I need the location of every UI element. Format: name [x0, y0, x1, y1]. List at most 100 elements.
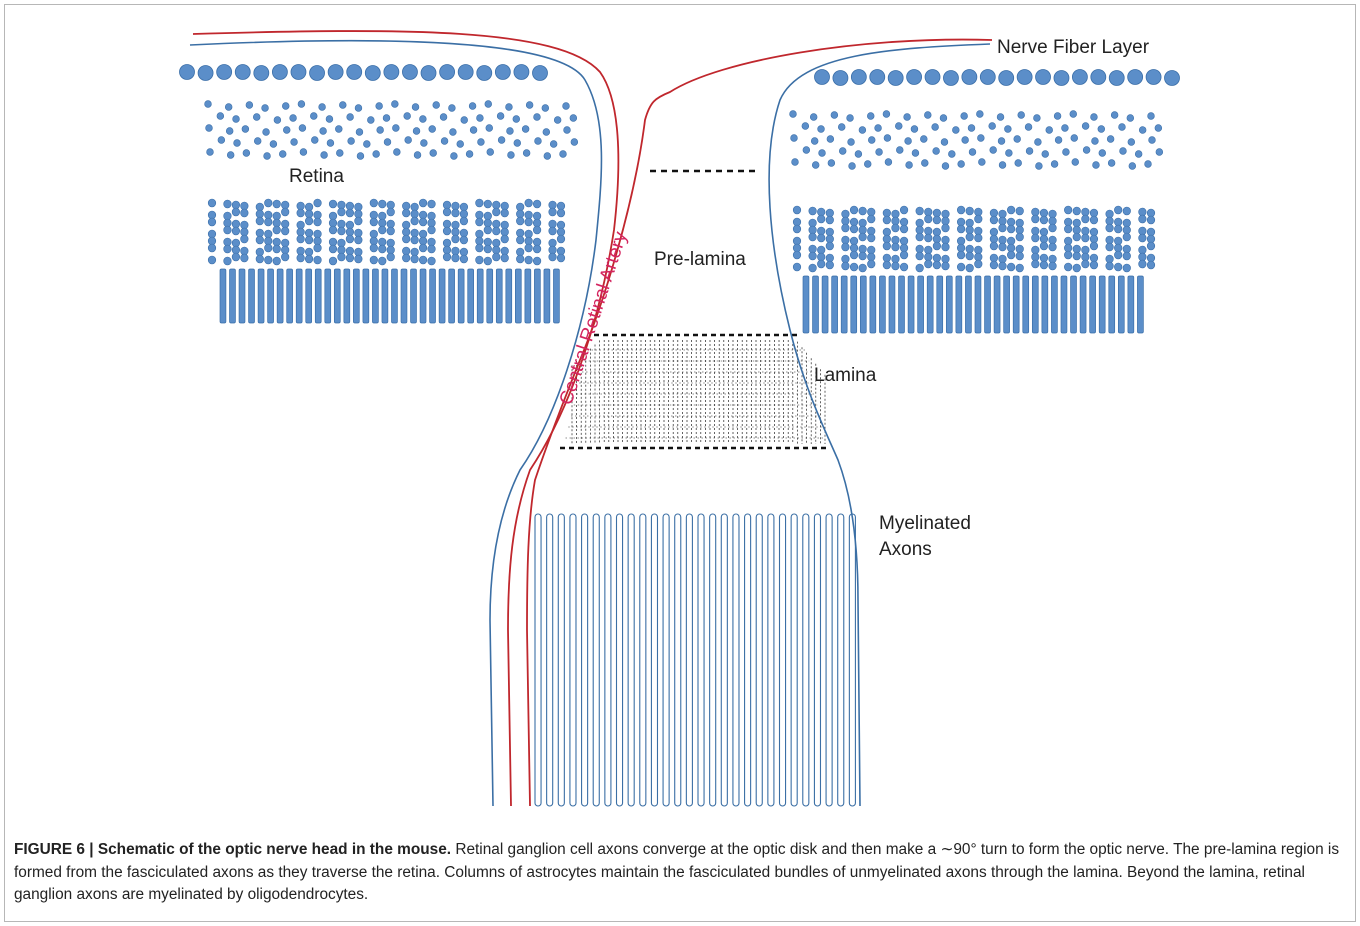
myelinated-axon [767, 513, 775, 807]
photoreceptor [400, 268, 408, 324]
inner-nuclear-cell [411, 103, 420, 111]
outer-nuclear-cell [899, 250, 909, 260]
myelinated-axons [534, 513, 856, 807]
inner-nuclear-cell [469, 126, 478, 134]
outer-nuclear-cell [207, 255, 217, 265]
outer-nuclear-cell [548, 252, 557, 262]
figure-caption: FIGURE 6 | Schematic of the optic nerve … [14, 839, 1344, 907]
outer-nuclear-cell [1007, 205, 1016, 215]
photoreceptor [486, 268, 494, 324]
inner-nuclear-cell [1014, 159, 1022, 167]
outer-nuclear-cell [345, 253, 355, 263]
ganglion-cell [253, 65, 270, 81]
outer-nuclear-cell [240, 234, 249, 244]
outer-nuclear-cell [328, 244, 338, 254]
myelinated-axon [732, 513, 740, 807]
outer-nuclear-cell [386, 252, 395, 262]
outer-nuclear-cell [974, 214, 983, 224]
inner-nuclear-cell [476, 114, 484, 122]
photoreceptor [859, 275, 867, 334]
outer-nuclear-cell [378, 256, 387, 266]
outer-nuclear-cell [272, 199, 281, 209]
inner-nuclear-cell [569, 114, 578, 122]
outer-nuclear-cell [882, 215, 891, 225]
outer-nuclear-cell [882, 241, 891, 251]
inner-nuclear-cell [355, 128, 364, 136]
inner-nuclear-cell [412, 127, 421, 135]
photoreceptor [974, 275, 982, 334]
outer-nuclear-cell [849, 205, 859, 215]
inner-nuclear-cell [1024, 123, 1033, 131]
nerve-outline-right [768, 43, 991, 807]
outer-nuclear-cell [281, 252, 290, 262]
photoreceptor [524, 268, 532, 324]
photoreceptor [993, 275, 1001, 334]
outer-nuclear-cell [1081, 259, 1090, 269]
myelinated-axon [697, 513, 705, 807]
outer-nuclear-cell [532, 256, 542, 266]
outer-nuclear-cell [475, 243, 484, 253]
outer-nuclear-cell [867, 233, 876, 243]
inner-nuclear-cell [1091, 137, 1099, 145]
inner-nuclear-cell [335, 125, 343, 133]
outer-nuclear-cell [841, 223, 850, 233]
photoreceptor [1089, 275, 1096, 334]
photoreceptor [869, 275, 877, 334]
photoreceptor [907, 275, 915, 334]
inner-nuclear-cell [468, 102, 477, 110]
photoreceptor [238, 268, 246, 324]
inner-nuclear-cell [439, 113, 448, 121]
inner-nuclear-cell [217, 136, 226, 144]
inner-nuclear-cell [858, 126, 867, 134]
inner-nuclear-cell [513, 139, 521, 147]
outer-nuclear-cell [418, 217, 428, 227]
photoreceptor [276, 268, 284, 324]
outer-nuclear-cell [989, 215, 999, 225]
inner-nuclear-cell [269, 140, 278, 148]
outer-nuclear-cell [492, 252, 501, 262]
outer-nuclear-cell [1122, 206, 1131, 216]
outer-nuclear-cell [1146, 215, 1156, 225]
myelinated-axon [837, 513, 845, 807]
outer-nuclear-cell [296, 234, 305, 244]
outer-nuclear-cell [524, 217, 533, 227]
inner-nuclear-cell [311, 136, 319, 144]
inner-nuclear-cell [867, 112, 875, 120]
inner-nuclear-cell [382, 114, 391, 122]
outer-nuclear-cell [475, 198, 484, 208]
inner-nuclear-cell [1155, 148, 1164, 156]
inner-nuclear-cell [512, 115, 520, 123]
outer-nuclear-cell [932, 215, 941, 225]
inner-nuclear-cell [978, 158, 986, 166]
inner-nuclear-cell [903, 113, 911, 121]
outer-nuclear-cell [915, 232, 924, 242]
outer-nuclear-cell [231, 226, 241, 236]
outer-nuclear-cell [240, 208, 249, 218]
photoreceptor [1117, 275, 1125, 334]
outer-nuclear-cell [223, 256, 232, 266]
outer-nuclear-cell [1015, 251, 1024, 261]
outer-nuclear-cell [418, 255, 428, 265]
photoreceptor [534, 268, 541, 324]
inner-nuclear-cell [497, 136, 506, 144]
outer-nuclear-cell [808, 263, 817, 273]
outer-nuclear-cell [1146, 241, 1156, 251]
outer-nuclear-cell [328, 225, 338, 235]
outer-nuclear-cell [556, 208, 566, 218]
outer-nuclear-cell [792, 262, 802, 272]
photoreceptor [314, 268, 322, 324]
outer-nuclear-cell [965, 263, 974, 273]
inner-nuclear-cell [460, 116, 468, 124]
outer-nuclear-cell [1007, 250, 1016, 260]
outer-nuclear-cell [1089, 215, 1099, 225]
outer-nuclear-cell [1138, 259, 1147, 269]
outer-nuclear-cell [410, 254, 419, 264]
caption-title: FIGURE 6 | Schematic of the optic nerve … [14, 841, 452, 858]
inner-nuclear-cell [931, 123, 939, 131]
outer-nuclear-cell [345, 208, 355, 218]
outer-nuclear-cell [1089, 260, 1099, 270]
outer-nuclear-cell [410, 235, 419, 245]
outer-nuclear-cell [867, 214, 876, 224]
outer-nuclear-cell [1072, 263, 1081, 273]
photoreceptor [448, 268, 455, 324]
